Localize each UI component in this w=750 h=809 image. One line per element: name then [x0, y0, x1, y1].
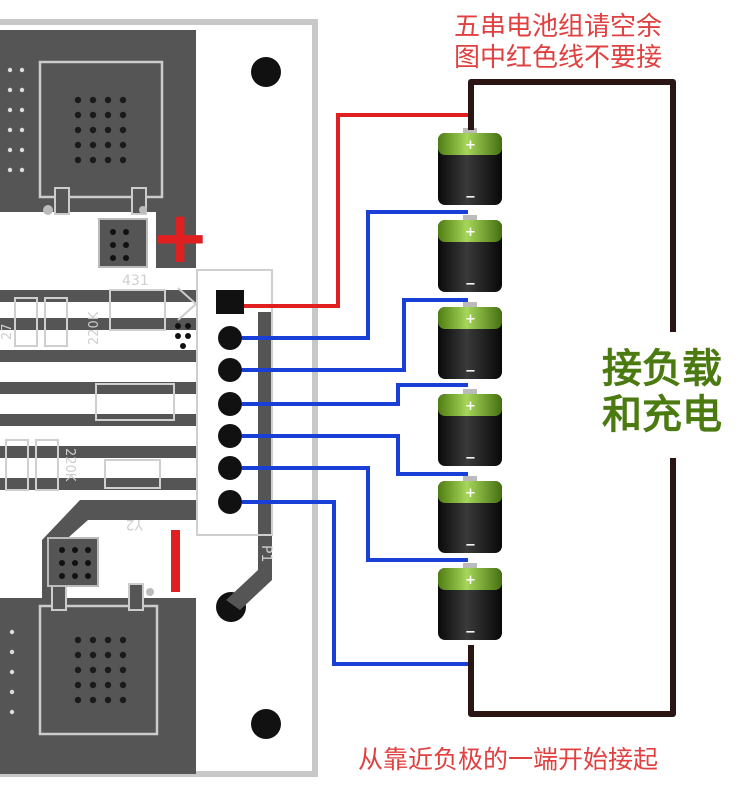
pcb-marker [177, 287, 198, 321]
header-pin [218, 490, 242, 514]
battery: +− [438, 476, 502, 553]
resistor-label-3: 27 [0, 323, 15, 340]
connector-label: P1 [258, 545, 274, 562]
battery-terminal [463, 128, 477, 134]
battery-plus-label: + [465, 486, 476, 501]
battery-cap [438, 133, 502, 155]
battery-cap [438, 481, 502, 503]
header-pin-square [216, 290, 244, 314]
red-wire [244, 113, 468, 308]
battery-minus-label: − [465, 538, 476, 553]
battery-cap [438, 307, 502, 329]
blue-wire [242, 210, 468, 340]
battery-minus-label: − [465, 625, 476, 640]
blue-wire [242, 383, 468, 406]
pcb-board: 431 220K 220K 27 Y2 P1 [0, 19, 318, 777]
battery-terminal [463, 563, 477, 569]
load-label-line1: 接负载 [602, 346, 722, 392]
copper-pour-bottom [0, 500, 196, 774]
battery-terminal [463, 389, 477, 395]
battery-plus-label: + [465, 399, 476, 414]
pcb-via-cluster [175, 323, 191, 349]
mounting-hole [251, 709, 281, 739]
battery-terminal [463, 215, 477, 221]
load-label-line2: 和充电 [602, 392, 722, 438]
battery-cap [438, 220, 502, 242]
battery-terminal [463, 302, 477, 308]
battery-plus-label: + [465, 138, 476, 153]
header-pin [218, 424, 242, 448]
battery-terminal [463, 476, 477, 482]
note-top-line1: 五串电池组请空余 [454, 12, 662, 42]
header-pin [218, 326, 242, 350]
battery-plus-label: + [465, 312, 476, 327]
battery: +− [438, 563, 502, 640]
battery-minus-label: − [465, 190, 476, 205]
negative-mark [171, 530, 180, 592]
battery-plus-label: + [465, 573, 476, 588]
blue-wire [242, 434, 468, 476]
blue-wire [242, 500, 468, 666]
header-pin [218, 358, 242, 382]
load-wire [468, 79, 676, 332]
battery-stack: +−+−+−+−+−+− [438, 128, 502, 640]
header-pin [218, 456, 242, 480]
resistor-label-2: 220K [62, 448, 77, 482]
note-bottom: 从靠近负极的一端开始接起 [358, 745, 658, 774]
header-pin [218, 392, 242, 416]
battery-minus-label: − [465, 451, 476, 466]
copper-pour-top [0, 30, 196, 268]
battery: +− [438, 389, 502, 466]
battery-cap [438, 394, 502, 416]
battery-minus-label: − [465, 277, 476, 292]
blue-wire [242, 466, 468, 562]
battery-minus-label: − [465, 364, 476, 379]
note-top-line2: 图中红色线不要接 [454, 43, 662, 73]
battery: +− [438, 302, 502, 379]
battery-plus-label: + [465, 225, 476, 240]
mounting-hole [251, 57, 281, 87]
positive-mark: + [150, 195, 210, 279]
battery: +− [438, 215, 502, 292]
resistor-label-1: 220K [87, 311, 102, 345]
battery: +− [438, 128, 502, 205]
blue-wire [242, 298, 468, 372]
pcb-traces [0, 290, 272, 610]
wires [242, 113, 468, 666]
header-pins [216, 290, 244, 514]
battery-cap [438, 568, 502, 590]
chip-label: 431 [122, 273, 149, 289]
load-wire [468, 458, 676, 717]
